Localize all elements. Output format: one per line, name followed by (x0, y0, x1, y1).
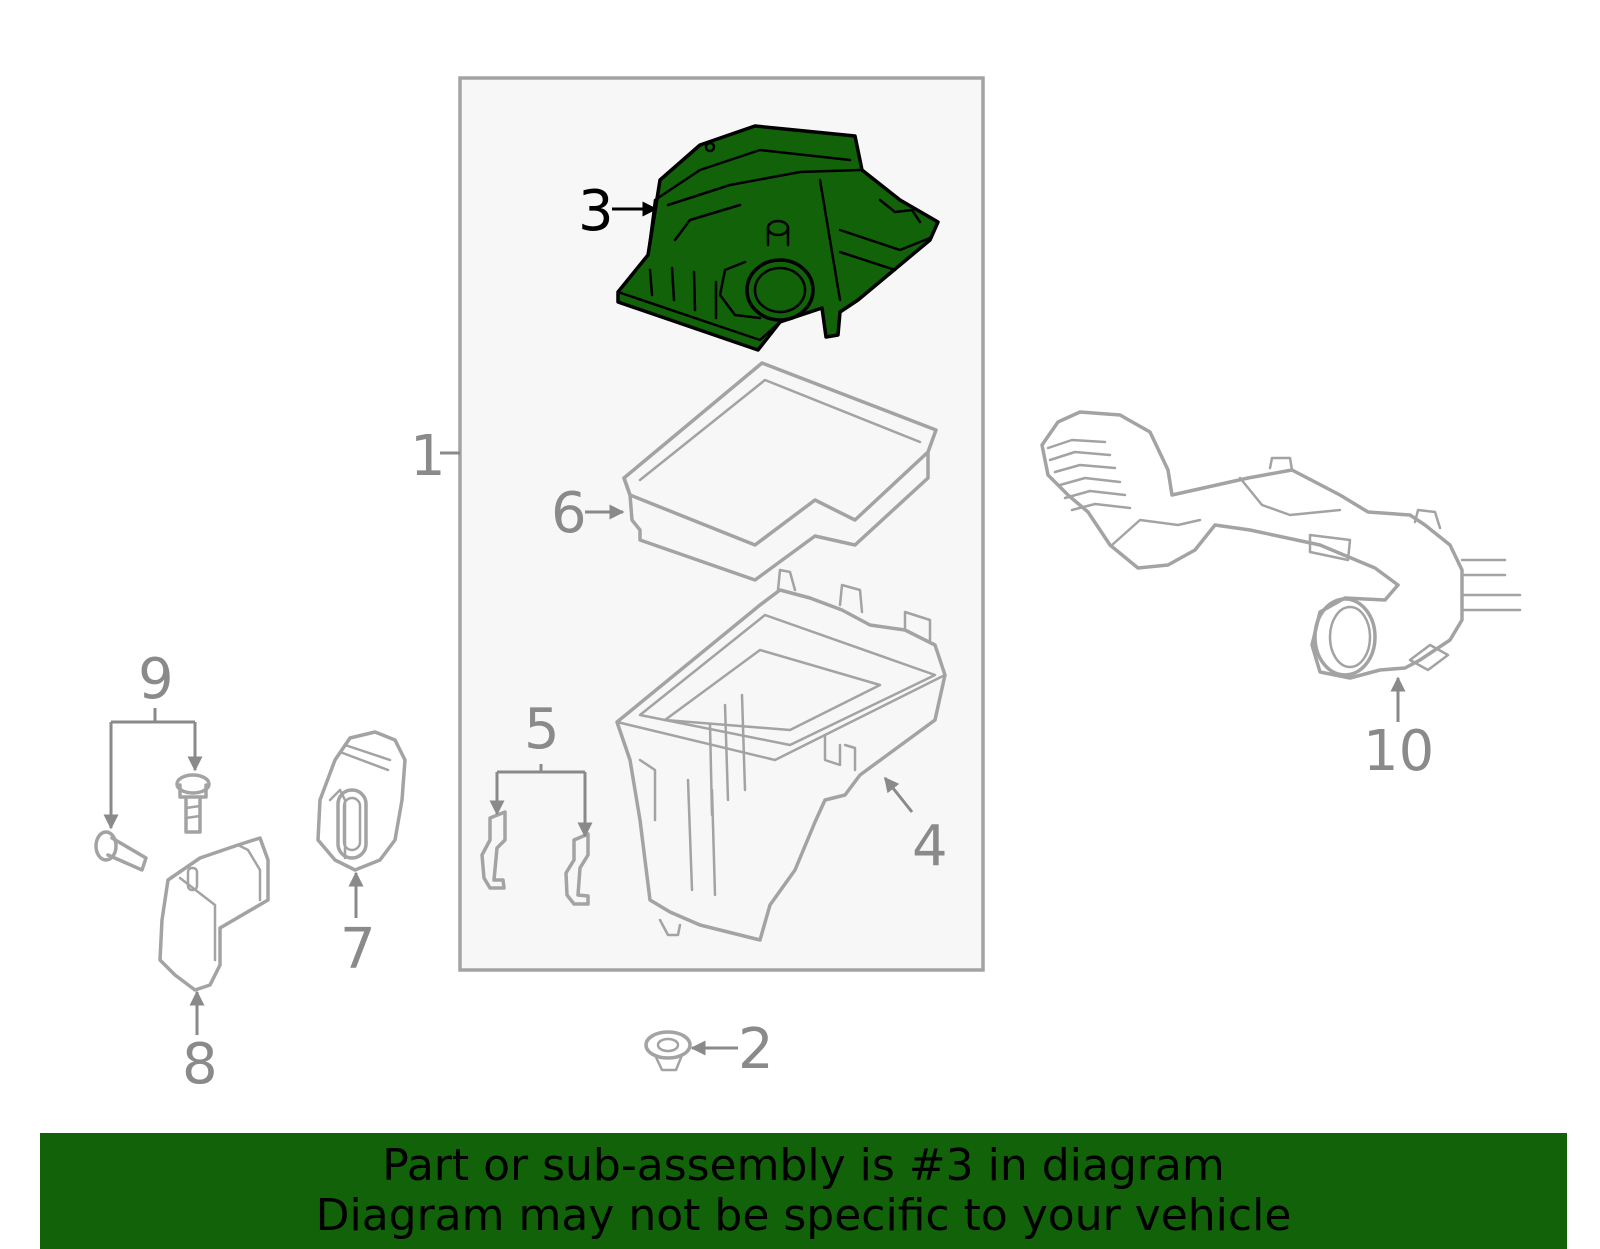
banner-line-1: Part or sub-assembly is #3 in diagram (382, 1140, 1225, 1191)
part-6-air-filter[interactable] (622, 361, 938, 582)
callout-2: 2 (738, 1017, 774, 1082)
leader-9 (103, 708, 203, 830)
notice-banner: Part or sub-assembly is #3 in diagram Di… (40, 1133, 1567, 1249)
callout-1: 1 (410, 424, 446, 489)
part-2-grommet[interactable] (644, 1030, 692, 1072)
part-4-lower-housing[interactable] (615, 568, 947, 942)
callout-7: 7 (340, 917, 376, 982)
callout-4: 4 (912, 814, 948, 879)
callout-8: 8 (182, 1032, 218, 1097)
callout-9: 9 (138, 647, 174, 712)
part-8-duct[interactable] (158, 836, 270, 992)
part-9-bolts[interactable] (94, 773, 211, 872)
callout-3: 3 (578, 179, 614, 244)
part-5-clips[interactable] (480, 810, 590, 906)
part-10-intake-hose[interactable] (1040, 410, 1522, 680)
callout-5: 5 (524, 697, 560, 762)
part-7-intake-duct[interactable] (316, 730, 407, 872)
leader-5 (489, 764, 593, 838)
callout-10: 10 (1363, 719, 1434, 784)
part-3-air-cleaner-cover[interactable] (616, 124, 940, 352)
banner-line-2: Diagram may not be specific to your vehi… (315, 1190, 1292, 1241)
callout-6: 6 (551, 481, 587, 546)
leader-4 (883, 776, 914, 813)
